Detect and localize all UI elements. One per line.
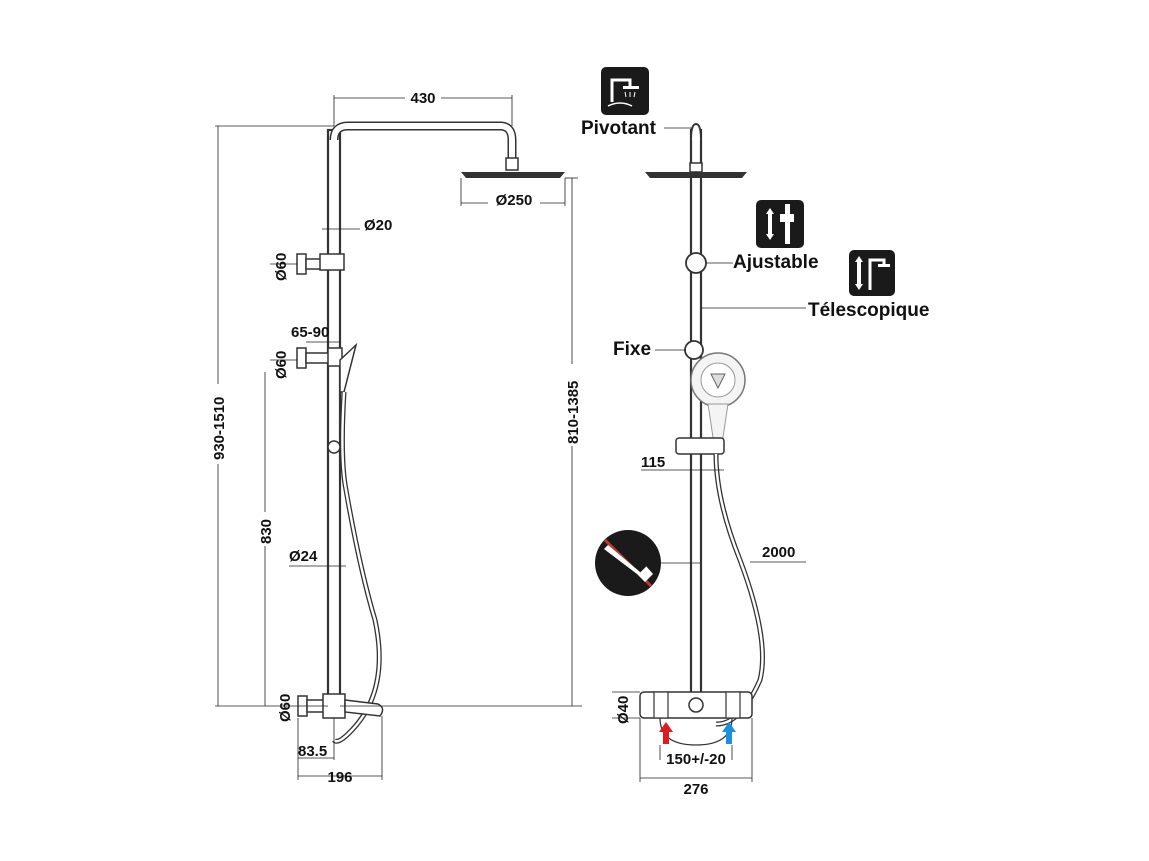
label-telescopic: Télescopique: [808, 300, 929, 321]
telescopic-bar-icon: [849, 250, 895, 296]
front-shower-head: [645, 172, 747, 178]
dim-head-diameter: Ø250: [496, 192, 533, 209]
dim-head-arm-width: 430: [410, 90, 435, 107]
dim-wall-flange-lower: Ø60: [277, 694, 294, 722]
label-adjustable: Ajustable: [733, 252, 819, 273]
dim-spout-offset: 83.5: [298, 743, 327, 760]
shower-head: [461, 172, 565, 178]
dim-lower-height: 830: [258, 519, 275, 544]
dim-bar-diameter: Ø24: [289, 548, 318, 565]
label-fixed: Fixe: [613, 339, 651, 360]
front-view: Pivotant Ajustable Télescopique Fi: [581, 67, 929, 799]
dim-hand-holder: 115: [641, 454, 665, 471]
no-tool-icon: [595, 530, 700, 596]
dim-valve-diameter: Ø40: [615, 696, 632, 724]
adjustable-bar-icon: [756, 200, 804, 248]
riser-pipe: [326, 128, 342, 708]
dim-head-height: 810-1385: [565, 381, 582, 444]
front-riser: [689, 128, 703, 708]
hand-shower-holder: [675, 437, 725, 455]
cold-water-arrow-icon: [722, 722, 736, 744]
dim-wall-flange-upper: Ø60: [273, 253, 290, 281]
dim-projection: 196: [327, 769, 352, 786]
dim-arm-range: 65-90: [291, 324, 329, 341]
dim-bar-top-diameter: Ø20: [364, 217, 392, 234]
hand-shower-front: [690, 352, 746, 445]
dim-valve-width: 276: [683, 781, 708, 798]
dim-wall-flange-middle: Ø60: [273, 351, 290, 379]
dim-inlet-spacing: 150+/-20: [666, 751, 726, 768]
pivot-shower-icon: [601, 67, 649, 115]
left-side-view: 430 Ø250 Ø20 Ø60 65-90 Ø60 930-1510 830 …: [207, 88, 583, 786]
hot-water-arrow-icon: [659, 722, 673, 744]
bath-spout: [344, 699, 384, 717]
label-pivot: Pivotant: [581, 118, 657, 139]
dim-hose-length: 2000: [762, 544, 795, 561]
dim-total-height: 930-1510: [211, 397, 228, 460]
